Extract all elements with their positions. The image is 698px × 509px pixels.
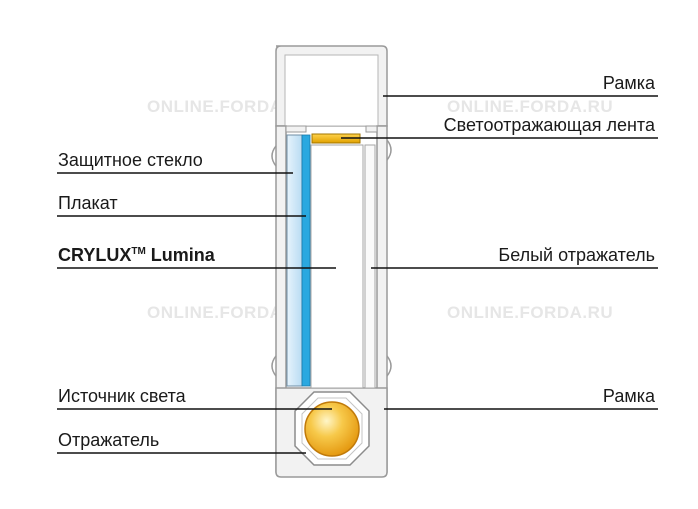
label-white-reflector: Белый отражатель — [498, 245, 655, 265]
frame-lip-left — [285, 125, 307, 133]
label-frame-top: Рамка — [603, 73, 656, 93]
label-product-name: CRYLUXTM Lumina — [58, 245, 216, 265]
watermark-top-right: ONLINE.FORDA.RU — [447, 97, 613, 116]
label-frame-bottom: Рамка — [603, 386, 656, 406]
label-poster: Плакат — [58, 193, 118, 213]
label-reflector: Отражатель — [58, 430, 159, 450]
frame-lip-right — [365, 125, 378, 133]
frame-clip-bottom-left — [271, 355, 277, 377]
frame-top-chamber — [284, 54, 379, 127]
watermark-mid-right: ONLINE.FORDA.RU — [447, 303, 613, 322]
label-light-source: Источник света — [58, 386, 187, 406]
watermark-top-left: ONLINE.FORDA.RU — [147, 97, 313, 116]
product-brand: CRYLUX — [58, 245, 131, 265]
watermark-mid-left: ONLINE.FORDA.RU — [147, 303, 313, 322]
frame-clip-top-left — [271, 145, 277, 167]
label-protective-glass: Защитное стекло — [58, 150, 203, 170]
lamp-bulb — [304, 401, 360, 457]
product-suffix: Lumina — [146, 245, 216, 265]
octagon-reflector-inner — [301, 397, 363, 460]
label-reflective-tape: Светоотражающая лента — [444, 115, 656, 135]
white-reflector-sheet — [364, 144, 376, 389]
frame-clip-bottom-right — [386, 355, 392, 377]
product-trademark: TM — [131, 246, 145, 257]
frame-clip-top-right — [386, 139, 392, 161]
crylux-light-panel — [310, 144, 364, 389]
poster-sheet — [301, 134, 311, 387]
